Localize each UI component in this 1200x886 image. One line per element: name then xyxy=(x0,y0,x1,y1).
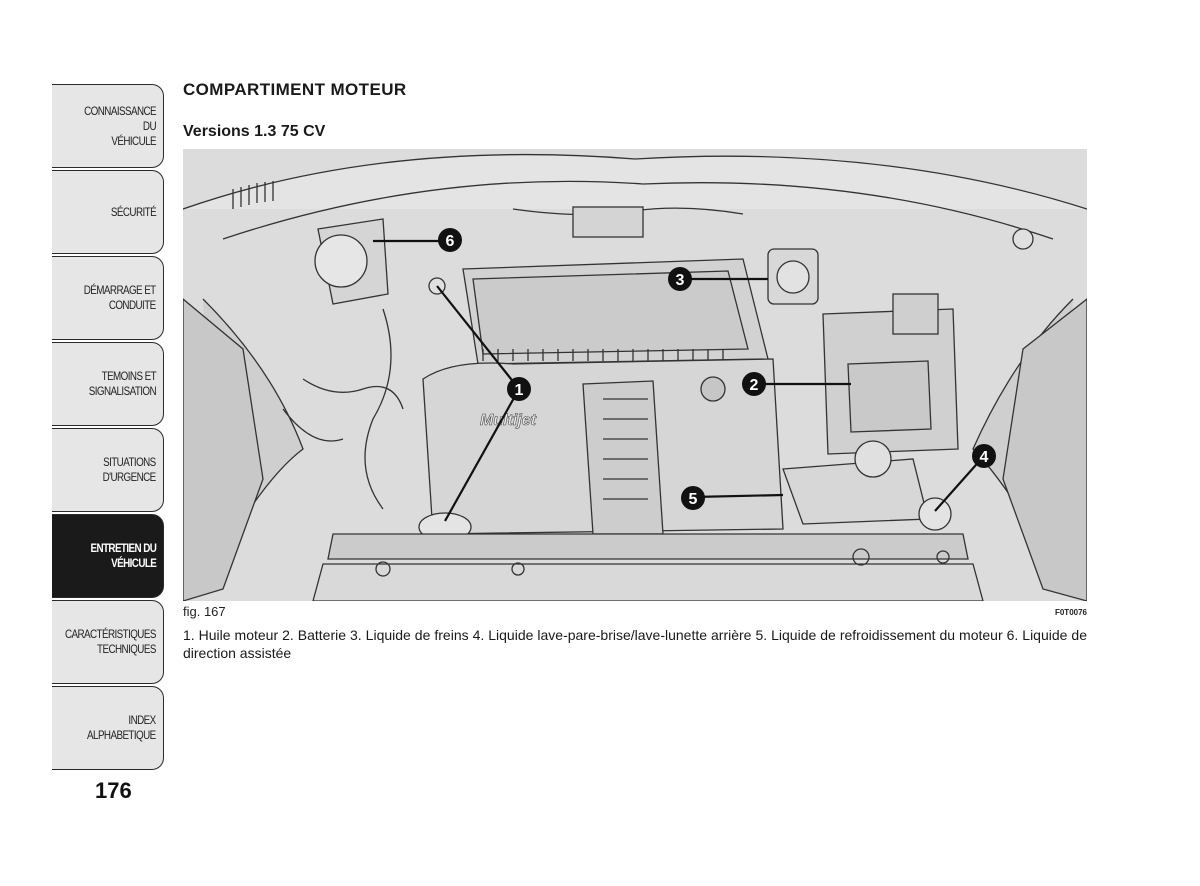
tab-connaissance-du-vehicule[interactable]: CONNAISSANCE DU VÉHICULE xyxy=(52,84,164,168)
tab-caracteristiques-techniques[interactable]: CARACTÉRISTIQUES TECHNIQUES xyxy=(52,600,164,684)
tab-entretien-du-vehicule[interactable]: ENTRETIEN DU VÉHICULE xyxy=(52,514,164,598)
callout-2: 2 xyxy=(742,372,766,396)
tab-label: SITUATIONS D'URGENCE xyxy=(102,455,157,484)
tab-label: SÉCURITÉ xyxy=(110,204,157,219)
section-title: COMPARTIMENT MOTEUR xyxy=(183,80,407,99)
callout-number: 1 xyxy=(515,382,524,399)
callout-1: 1 xyxy=(507,377,531,401)
callout-number: 6 xyxy=(446,233,455,250)
callout-number: 3 xyxy=(676,272,685,289)
engine-illustration: Multijet 1 2 3 4 5 xyxy=(183,153,1087,601)
tab-demarrage-et-conduite[interactable]: DÉMARRAGE ET CONDUITE xyxy=(52,256,164,340)
tab-label: CARACTÉRISTIQUES TECHNIQUES xyxy=(65,627,156,656)
tab-label: INDEX ALPHABETIQUE xyxy=(87,713,156,742)
figure-caption: 1. Huile moteur 2. Batterie 3. Liquide d… xyxy=(183,627,1087,661)
callout-4: 4 xyxy=(972,444,996,468)
figure-code: F0T0076 xyxy=(1054,608,1087,617)
tab-situations-d-urgence[interactable]: SITUATIONS D'URGENCE xyxy=(52,428,164,512)
tab-label: DÉMARRAGE ET CONDUITE xyxy=(84,283,156,312)
tab-label: CONNAISSANCE DU VÉHICULE xyxy=(84,103,156,148)
callout-3: 3 xyxy=(668,267,692,291)
callout-number: 4 xyxy=(980,449,989,466)
callout-5: 5 xyxy=(681,486,705,510)
tab-label: TEMOINS ET SIGNALISATION xyxy=(88,369,157,398)
tab-index-alphabetique[interactable]: INDEX ALPHABETIQUE xyxy=(52,686,164,770)
multijet-badge: Multijet xyxy=(480,412,537,429)
engine-compartment-figure: Multijet 1 2 3 4 5 xyxy=(183,149,1087,601)
callout-number: 5 xyxy=(689,491,698,508)
subtitle: Versions 1.3 75 CV xyxy=(183,123,326,140)
callout-number: 2 xyxy=(750,377,759,394)
tab-label: ENTRETIEN DU VÉHICULE xyxy=(90,541,156,570)
page-number: 176 xyxy=(95,778,132,803)
callout-6: 6 xyxy=(438,228,462,252)
tab-securite[interactable]: SÉCURITÉ xyxy=(52,170,164,254)
figure-label: fig. 167 xyxy=(183,604,226,619)
tab-temoins-et-signalisation[interactable]: TEMOINS ET SIGNALISATION xyxy=(52,342,164,426)
